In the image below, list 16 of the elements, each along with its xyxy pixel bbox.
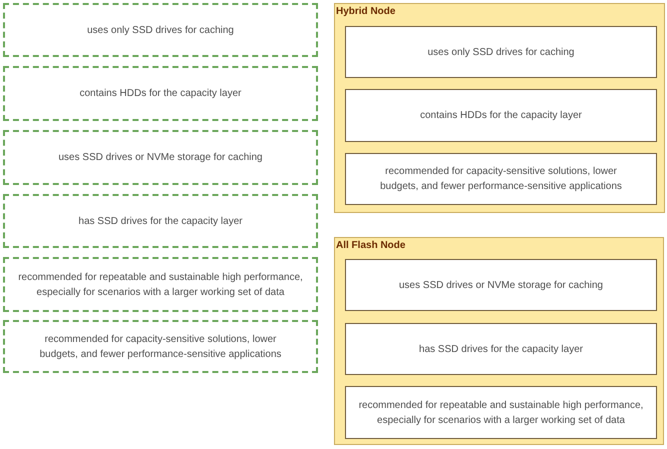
option-card: uses SSD drives or NVMe storage for caching — [3, 130, 318, 185]
option-card: recommended for capacity-sensitive solutions, lower budgets, and fewer performance-sensitive applications — [3, 320, 318, 373]
panel-title: Hybrid Node — [336, 6, 396, 17]
answer-slot: contains HDDs for the capacity layer — [345, 89, 657, 142]
option-card: recommended for repeatable and sustainable high performance, especially for scenarios with a larger working set of data — [3, 257, 318, 312]
answer-slot: uses only SSD drives for caching — [345, 26, 657, 78]
option-card: has SSD drives for the capacity layer — [3, 194, 318, 248]
category-panel — [334, 3, 665, 213]
answer-slot: recommended for capacity-sensitive solutions, lower budgets, and fewer performance-sensitive applications — [345, 153, 657, 205]
answer-slot: has SSD drives for the capacity layer — [345, 323, 657, 375]
panel-title: All Flash Node — [336, 240, 406, 251]
answer-slot: uses SSD drives or NVMe storage for caching — [345, 259, 657, 311]
option-card: uses only SSD drives for caching — [3, 3, 318, 57]
option-card: contains HDDs for the capacity layer — [3, 66, 318, 121]
category-panel — [334, 237, 664, 445]
answer-slot: recommended for repeatable and sustainable high performance, especially for scenarios with a larger working set of data — [345, 386, 657, 439]
